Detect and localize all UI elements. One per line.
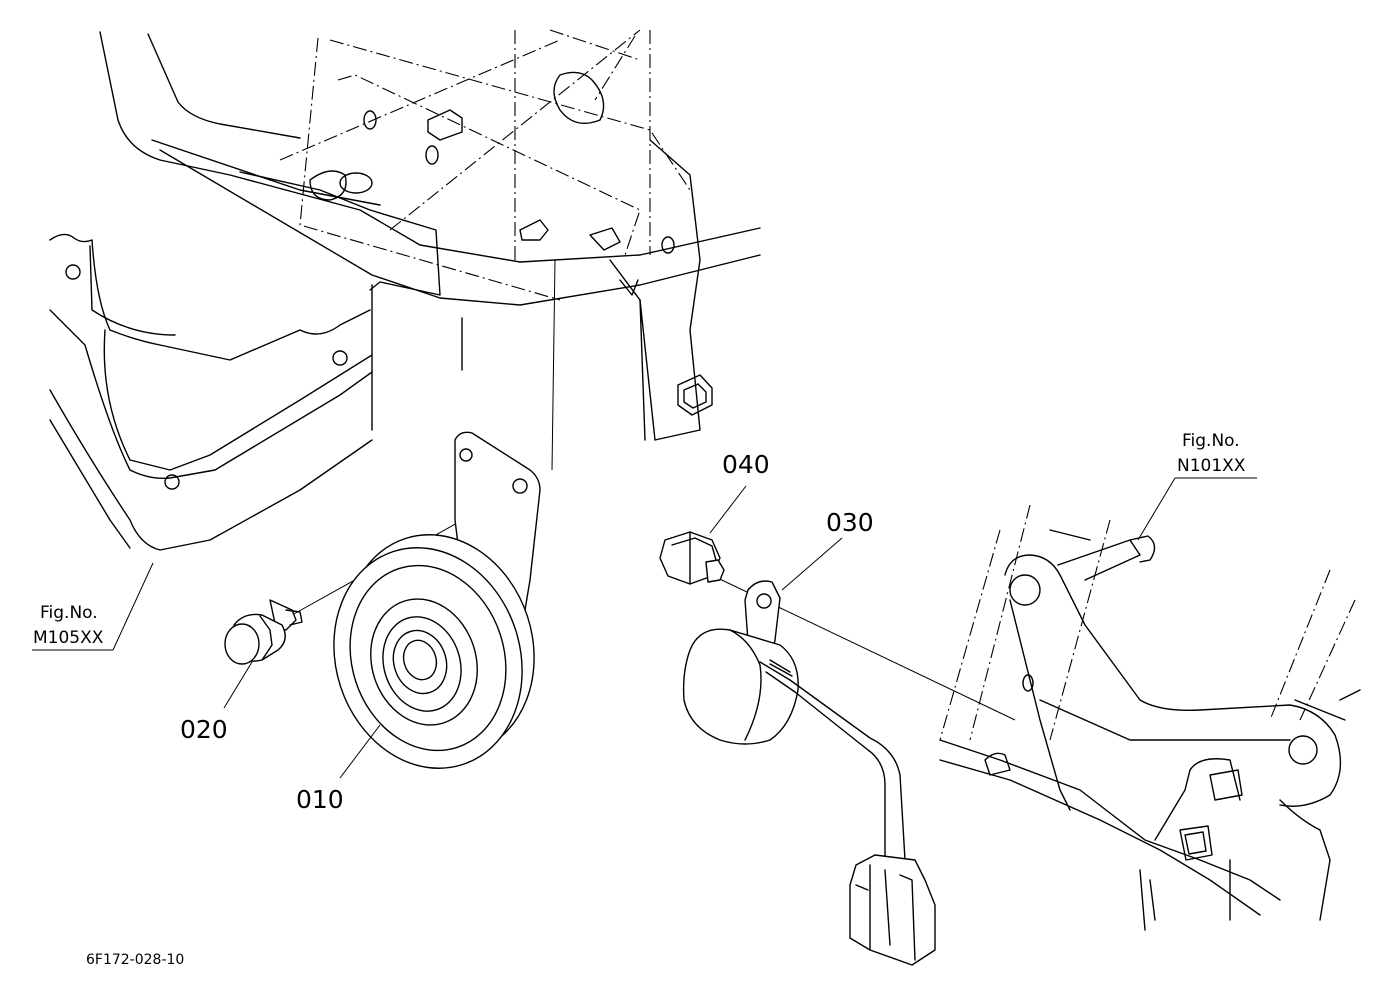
callout-labels: 010 020 030 040	[180, 450, 874, 814]
horn-010	[333, 431, 541, 769]
leader-lines	[32, 477, 1257, 779]
figure-reference-left: Fig.No. M105XX	[33, 603, 104, 648]
left-frame-outline	[49, 233, 373, 551]
figure-reference-right: Fig.No. N101XX	[1177, 431, 1246, 476]
drawing-code: 6F172-028-10	[86, 952, 184, 968]
callout-040: 040	[722, 450, 770, 479]
sensor-030	[682, 580, 936, 966]
callout-010: 010	[296, 785, 344, 814]
nut-040	[659, 531, 725, 585]
callout-030: 030	[826, 508, 874, 537]
fig-ref-right-line2: N101XX	[1177, 456, 1246, 476]
upper-frame-outline	[99, 29, 761, 441]
fig-ref-left-line1: Fig.No.	[40, 603, 98, 623]
callout-020: 020	[180, 715, 228, 744]
fig-ref-left-line2: M105XX	[33, 628, 104, 648]
right-frame-outline	[939, 504, 1361, 931]
fig-ref-right-line1: Fig.No.	[1182, 431, 1240, 451]
bolt-020	[224, 599, 303, 665]
